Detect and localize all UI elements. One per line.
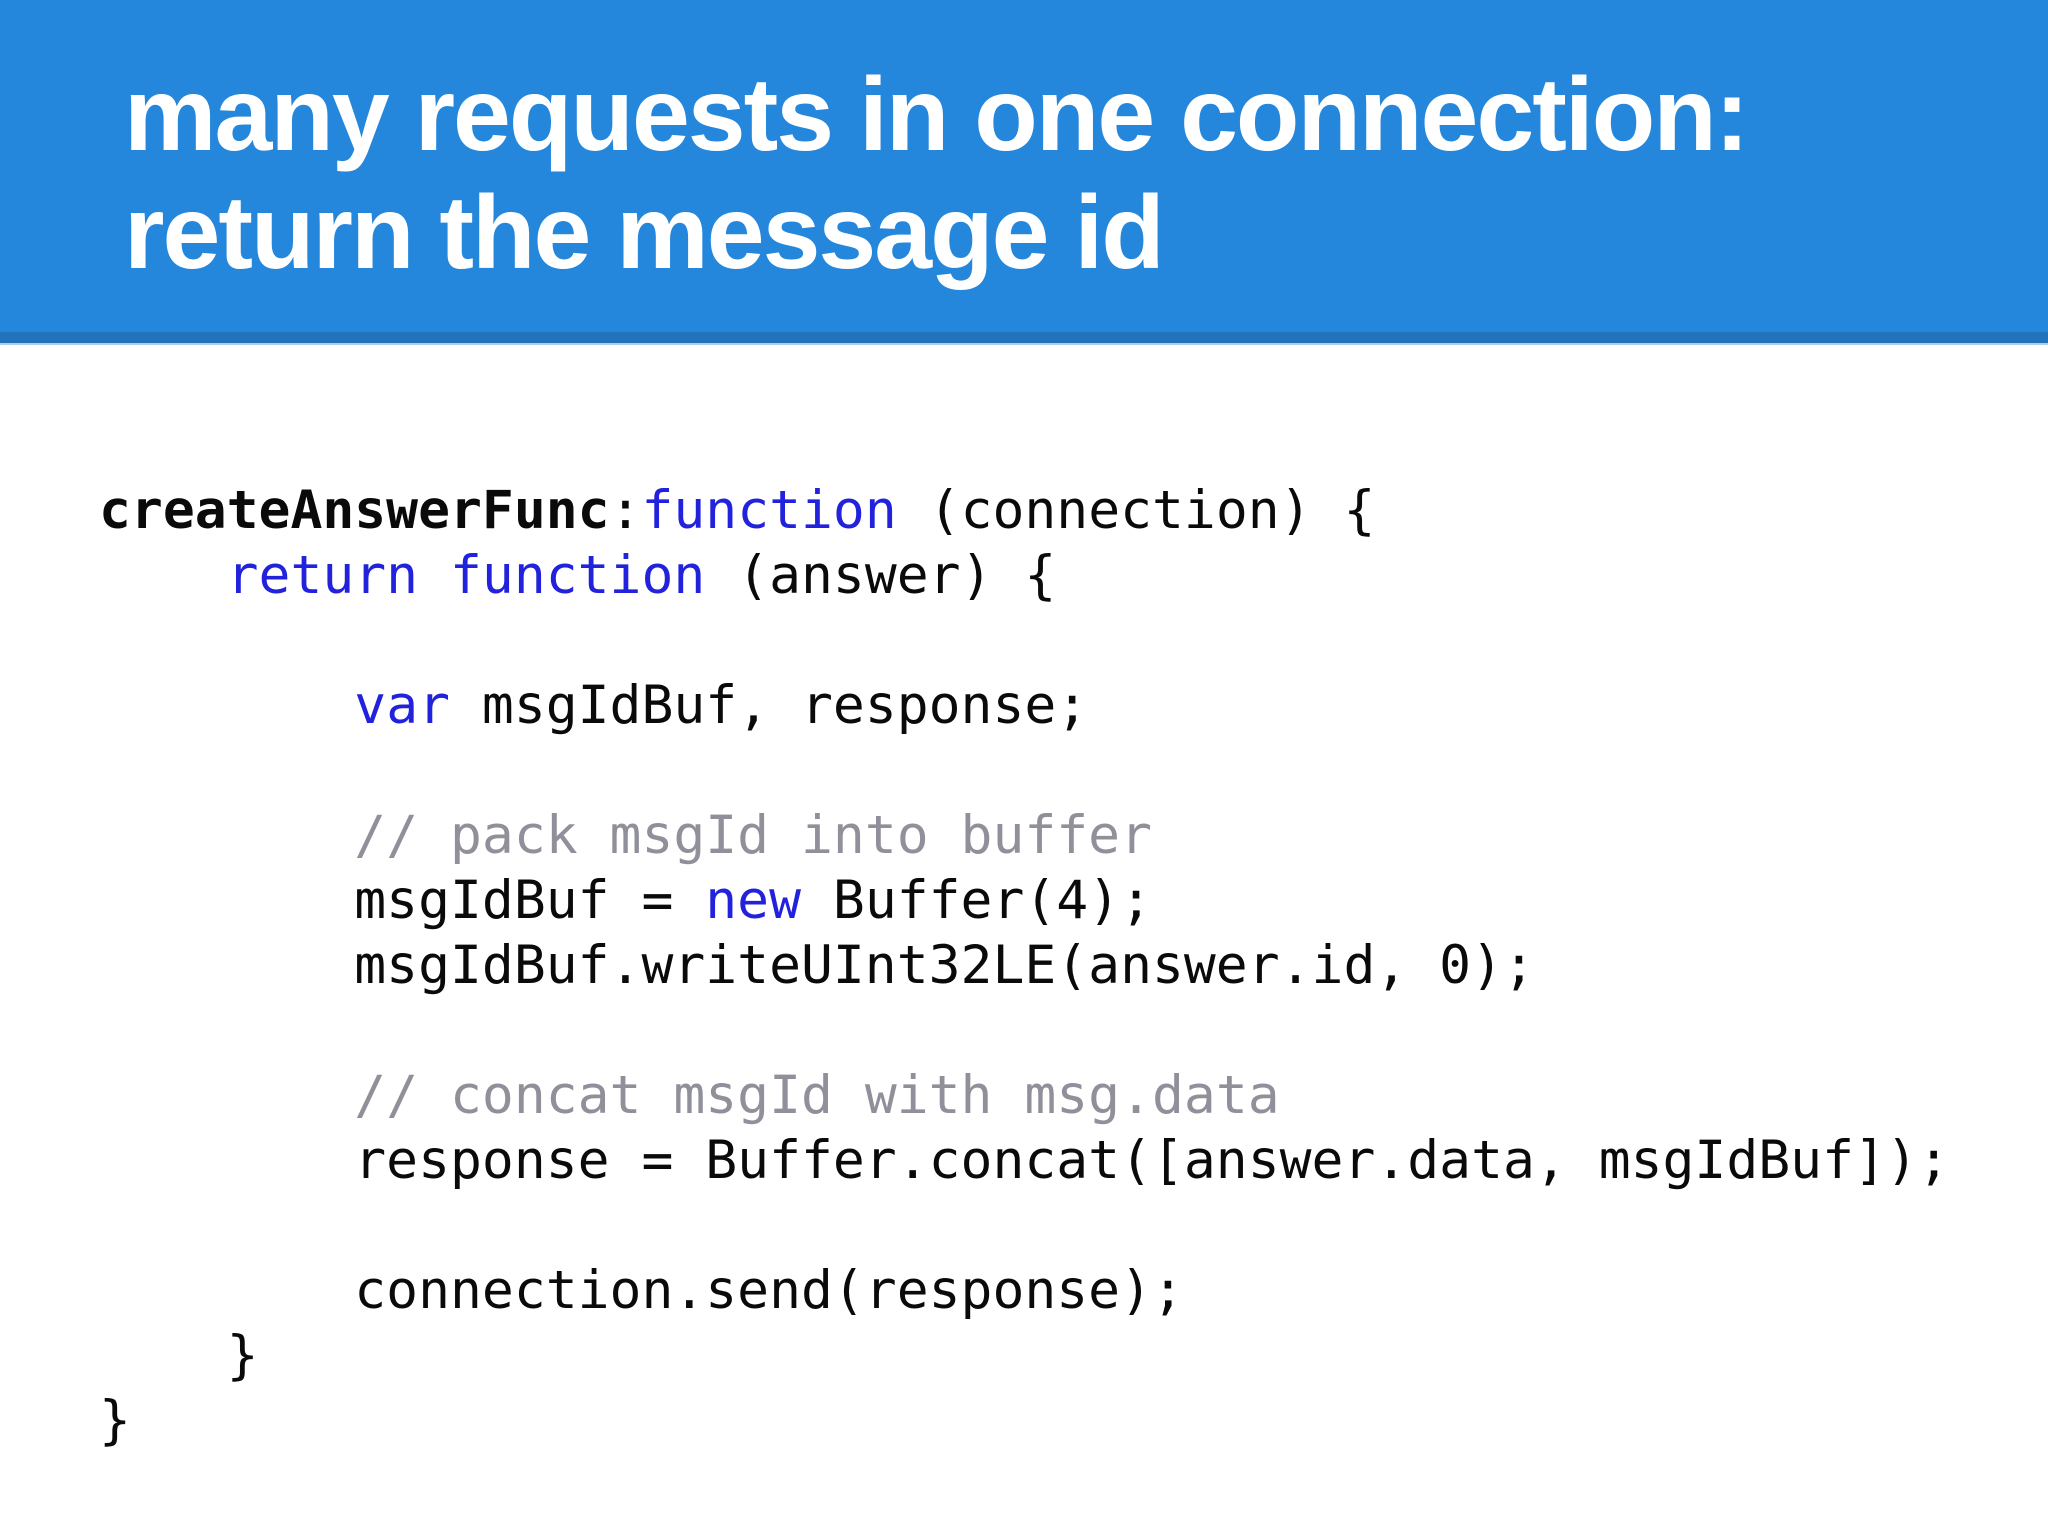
code-segment-default: } xyxy=(99,1325,259,1386)
code-segment-default: connection.send(response); xyxy=(99,1260,1184,1321)
code-segment-default: } xyxy=(99,1390,131,1451)
code-segment-default: : xyxy=(609,480,642,541)
code-segment-keyword: var xyxy=(354,675,451,736)
code-segment-default: (connection) { xyxy=(896,480,1376,541)
banner-bottom-edge xyxy=(0,343,2048,345)
code-segment-default: msgIdBuf = xyxy=(99,870,706,931)
code-segment-default: (answer) { xyxy=(705,545,1057,606)
code-segment-keyword: return function xyxy=(226,545,706,606)
code-line: response = Buffer.concat([answer.data, m… xyxy=(99,1128,1950,1193)
code-segment-comment: // pack msgId into buffer xyxy=(354,805,1152,866)
code-segment-default xyxy=(99,805,354,866)
code-line: msgIdBuf = new Buffer(4); xyxy=(99,868,1950,933)
code-line: var msgIdBuf, response; xyxy=(99,673,1950,738)
slide-title: many requests in one connection: return … xyxy=(124,56,1749,292)
code-segment-keyword: new xyxy=(705,870,801,931)
code-block: createAnswerFunc:function (connection) {… xyxy=(99,478,1950,1453)
code-line: // pack msgId into buffer xyxy=(99,803,1950,868)
code-line: // concat msgId with msg.data xyxy=(99,1063,1950,1128)
code-segment-default: Buffer(4); xyxy=(801,870,1152,931)
code-line: } xyxy=(99,1388,1950,1453)
code-segment-default: response = Buffer.concat([answer.data, m… xyxy=(99,1130,1950,1191)
code-segment-default: msgIdBuf.writeUInt32LE(answer.id, 0); xyxy=(99,935,1535,996)
slide-title-line2: return the message id xyxy=(124,175,1165,291)
code-line xyxy=(99,738,1950,803)
code-segment-default xyxy=(99,545,227,606)
code-line xyxy=(99,1193,1950,1258)
code-line: msgIdBuf.writeUInt32LE(answer.id, 0); xyxy=(99,933,1950,998)
banner-bottom-strip xyxy=(0,332,2048,343)
code-segment-default xyxy=(99,1065,354,1126)
code-segment-default: msgIdBuf, response; xyxy=(450,675,1089,736)
code-segment-default xyxy=(99,675,354,736)
code-line: return function (answer) { xyxy=(99,543,1950,608)
code-line xyxy=(99,998,1950,1063)
code-line xyxy=(99,608,1950,673)
title-banner: many requests in one connection: return … xyxy=(0,0,2048,332)
code-segment-bold: createAnswerFunc xyxy=(99,480,610,541)
code-line: connection.send(response); xyxy=(99,1258,1950,1323)
code-line: createAnswerFunc:function (connection) { xyxy=(99,478,1950,543)
code-segment-keyword: function xyxy=(641,480,897,541)
code-segment-comment: // concat msgId with msg.data xyxy=(354,1065,1280,1126)
slide-title-line1: many requests in one connection: xyxy=(124,57,1749,173)
code-line: } xyxy=(99,1323,1950,1388)
